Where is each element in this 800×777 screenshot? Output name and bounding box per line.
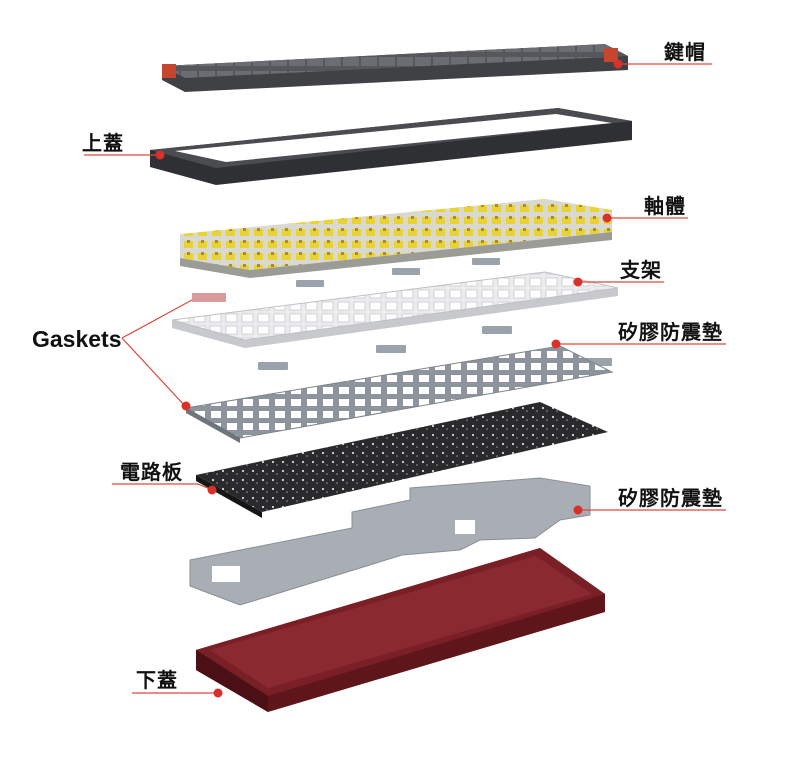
callout-dots: [155, 59, 623, 698]
silicone-pad-upper-layer: [184, 345, 614, 443]
callout-dot-top-case: [155, 150, 165, 160]
plate-layer: [171, 271, 619, 348]
callout-dot-silicone-upper: [551, 339, 561, 349]
label-bottom-case: 下蓋: [136, 668, 178, 692]
label-switches: 軸體: [644, 194, 686, 218]
label-silicone-pad-lower: 矽膠防震墊: [618, 486, 723, 510]
callout-dot-plate: [573, 277, 583, 287]
bottom-case-layer: [196, 548, 605, 712]
callout-dot-keycaps: [613, 59, 623, 69]
callout-dot-bottom-case: [213, 688, 223, 698]
label-plate: 支架: [620, 258, 662, 282]
enter-keycap: [604, 48, 618, 62]
callout-dot-gaskets: [181, 401, 191, 411]
label-keycaps: 鍵帽: [664, 40, 706, 64]
label-gaskets: Gaskets: [32, 326, 122, 352]
callout-dot-switches: [602, 213, 612, 223]
callout-lines: [84, 63, 726, 694]
callout-line-gaskets-2: [121, 337, 186, 407]
callout-line-gaskets-1: [121, 299, 193, 339]
label-silicone-pad-upper: 矽膠防震墊: [618, 320, 723, 344]
gasket-pads-upper: [192, 258, 500, 302]
top-case-layer: [150, 108, 632, 185]
callout-dot-silicone-lower: [573, 505, 583, 515]
callout-dot-pcb: [207, 485, 217, 495]
label-top-case: 上蓋: [82, 131, 124, 155]
silicone-pad-lower-layer: [189, 477, 591, 606]
switches-layer: [180, 199, 612, 278]
label-pcb: 電路板: [120, 460, 183, 484]
keycaps-layer: [162, 44, 628, 92]
escape-keycap: [162, 64, 176, 78]
callout-line-pcb: [112, 483, 213, 491]
gasket-pads-lower: [258, 326, 612, 370]
